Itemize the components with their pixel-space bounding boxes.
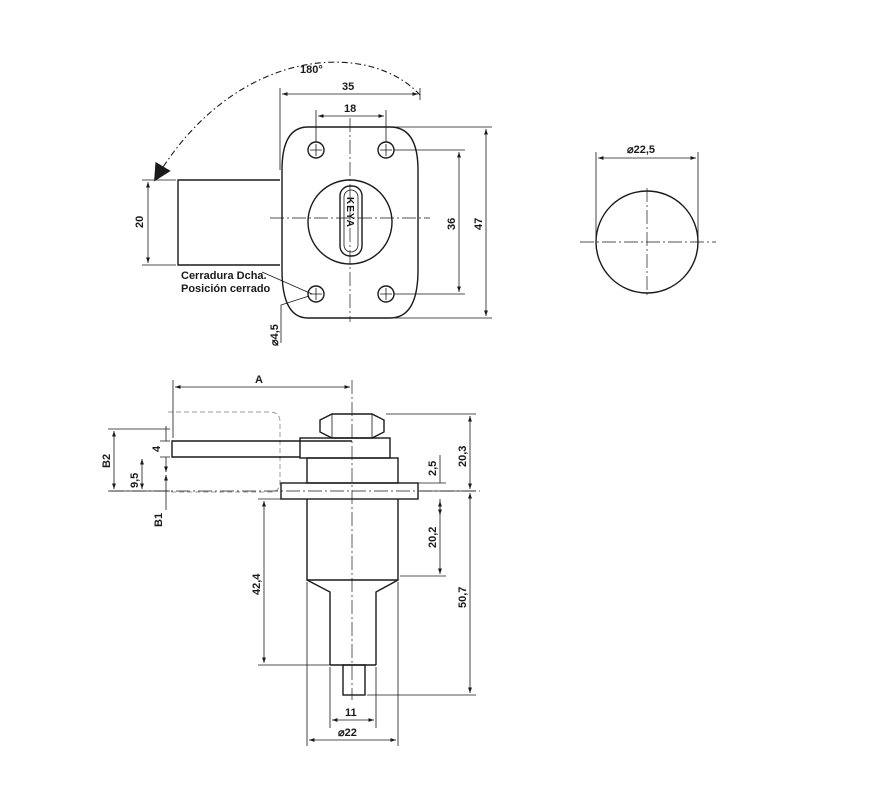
dim-hole-leader	[280, 295, 310, 343]
dim-47-label: 47	[473, 218, 485, 230]
dim-18-label: 18	[344, 103, 356, 115]
taper	[306, 579, 399, 666]
dim-11-label: 11	[345, 707, 357, 719]
dim-2-5-label: 2,5	[427, 461, 439, 476]
dim-9-5-label: 9,5	[129, 473, 141, 488]
screw-hole-bl	[307, 285, 325, 303]
dim-20-3-label: 20,3	[457, 446, 469, 467]
dim-36-label: 36	[446, 218, 458, 230]
dim-50-7-label: 50,7	[457, 587, 469, 608]
cylinder-body	[306, 457, 399, 484]
key-slot	[339, 185, 363, 257]
lower-body	[306, 499, 399, 581]
dim-20-label: 20	[134, 216, 146, 228]
latch-open-hidden	[168, 411, 281, 493]
dim-B2-label: B2	[101, 454, 113, 468]
pin	[342, 664, 366, 696]
housing-plate	[281, 126, 419, 319]
dim-22-5-label: ⌀22,5	[627, 144, 655, 156]
end-view: ⌀22,5	[580, 144, 716, 298]
dim-42-4-label: 42,4	[251, 573, 263, 595]
nut	[319, 413, 385, 439]
dim-hole-label: ⌀4,5	[269, 324, 281, 346]
latch-arm	[171, 440, 352, 458]
dim-35-label: 35	[342, 81, 354, 93]
dim-20-2-label: 20,2	[427, 527, 439, 548]
note-line-1: Cerradura Dcha.	[181, 270, 267, 282]
side-view: A B2 4 9,5 B1 2,5 20,3 20,2 50,7	[101, 374, 480, 746]
dim-22-label: ⌀22	[338, 727, 357, 739]
latch-bar	[177, 179, 280, 266]
dim-4-label: 4	[151, 445, 163, 452]
front-view: 180° KEYA 35 18 20 36	[134, 61, 492, 346]
rotation-label: 180°	[300, 64, 323, 76]
rotation-arc	[154, 61, 421, 182]
dim-A-label: A	[255, 374, 263, 386]
dim-B1-label: B1	[153, 513, 165, 527]
note-leader	[261, 271, 313, 295]
key-slot-inner	[343, 189, 359, 253]
note-line-2: Posición cerrado	[181, 283, 271, 295]
brand-logo: KEYA	[344, 197, 355, 228]
